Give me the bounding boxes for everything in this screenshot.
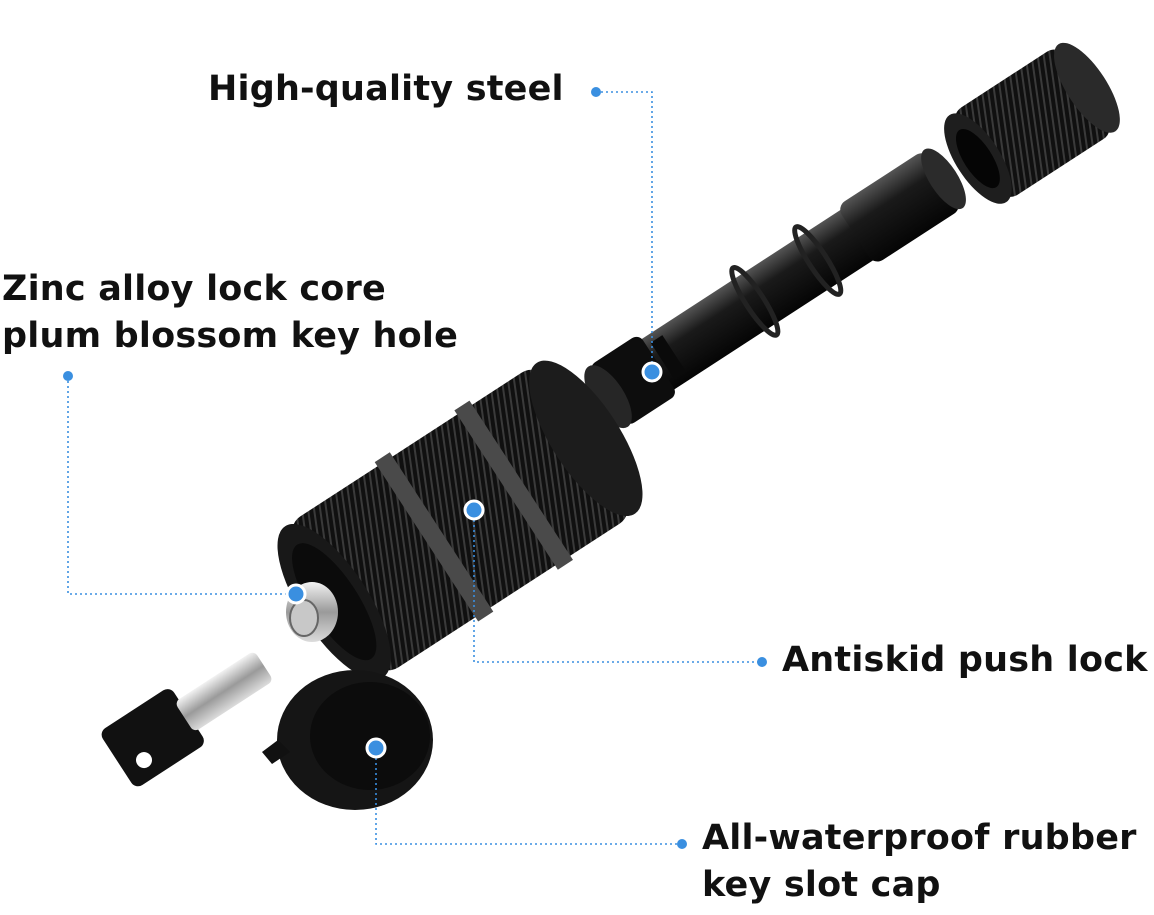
dot-cap-label xyxy=(677,839,687,849)
callout-high-quality-steel: High-quality steel xyxy=(208,66,564,113)
leader-cap xyxy=(375,748,682,845)
steel-pin xyxy=(584,148,966,429)
callout-dots xyxy=(63,87,767,849)
dot-steel-label xyxy=(591,87,601,97)
callout-text: High-quality steel xyxy=(208,69,564,109)
callout-line-1: All-waterproof rubber xyxy=(702,818,1137,858)
callout-text: Antiskid push lock xyxy=(782,640,1148,680)
callout-key-slot-cap: All-waterproof rubber key slot cap xyxy=(702,815,1137,909)
leader-core xyxy=(67,376,296,595)
callout-antiskid-push-lock: Antiskid push lock xyxy=(782,637,1148,684)
end-cap xyxy=(944,42,1120,204)
rubber-cap xyxy=(262,670,433,810)
dot-antiskid-target xyxy=(463,499,485,521)
dot-core-target xyxy=(285,583,307,605)
dot-cap-target xyxy=(365,737,387,759)
callout-line-1: Zinc alloy lock core xyxy=(2,269,386,309)
dot-steel-target xyxy=(641,361,663,383)
leader-antiskid xyxy=(473,510,762,663)
lock-body xyxy=(277,360,643,680)
key xyxy=(101,652,272,787)
leader-lines xyxy=(67,91,762,845)
dot-antiskid-label xyxy=(757,657,767,667)
callout-line-2: key slot cap xyxy=(702,865,941,905)
callout-lock-core: Zinc alloy lock core plum blossom key ho… xyxy=(2,266,458,360)
callout-line-2: plum blossom key hole xyxy=(2,316,459,356)
dot-core-label xyxy=(63,371,73,381)
leader-steel xyxy=(596,91,653,372)
